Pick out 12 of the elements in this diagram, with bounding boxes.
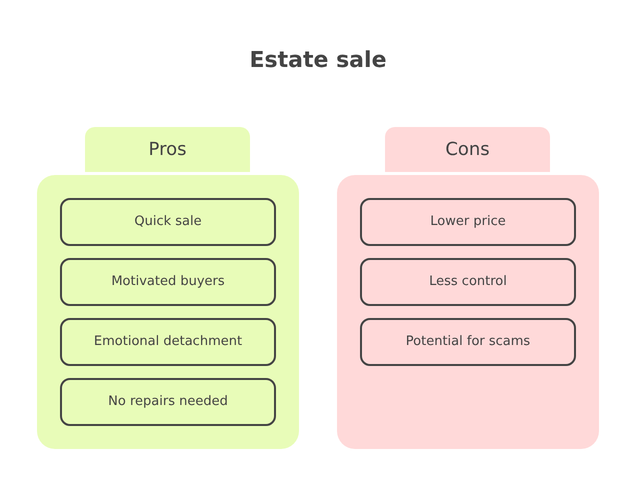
category-panel	[337, 127, 599, 449]
item-card: Lower price	[360, 198, 576, 246]
panel-heading-tab: Cons	[385, 127, 550, 172]
item-card: Quick sale	[60, 198, 276, 246]
category-panel	[37, 127, 299, 449]
item-card: Emotional detachment	[60, 318, 276, 366]
item-card: No repairs needed	[60, 378, 276, 426]
diagram-title: Estate sale	[248, 47, 388, 75]
item-card: Less control	[360, 258, 576, 306]
panel-heading-tab: Pros	[85, 127, 250, 172]
item-card: Potential for scams	[360, 318, 576, 366]
item-card: Motivated buyers	[60, 258, 276, 306]
